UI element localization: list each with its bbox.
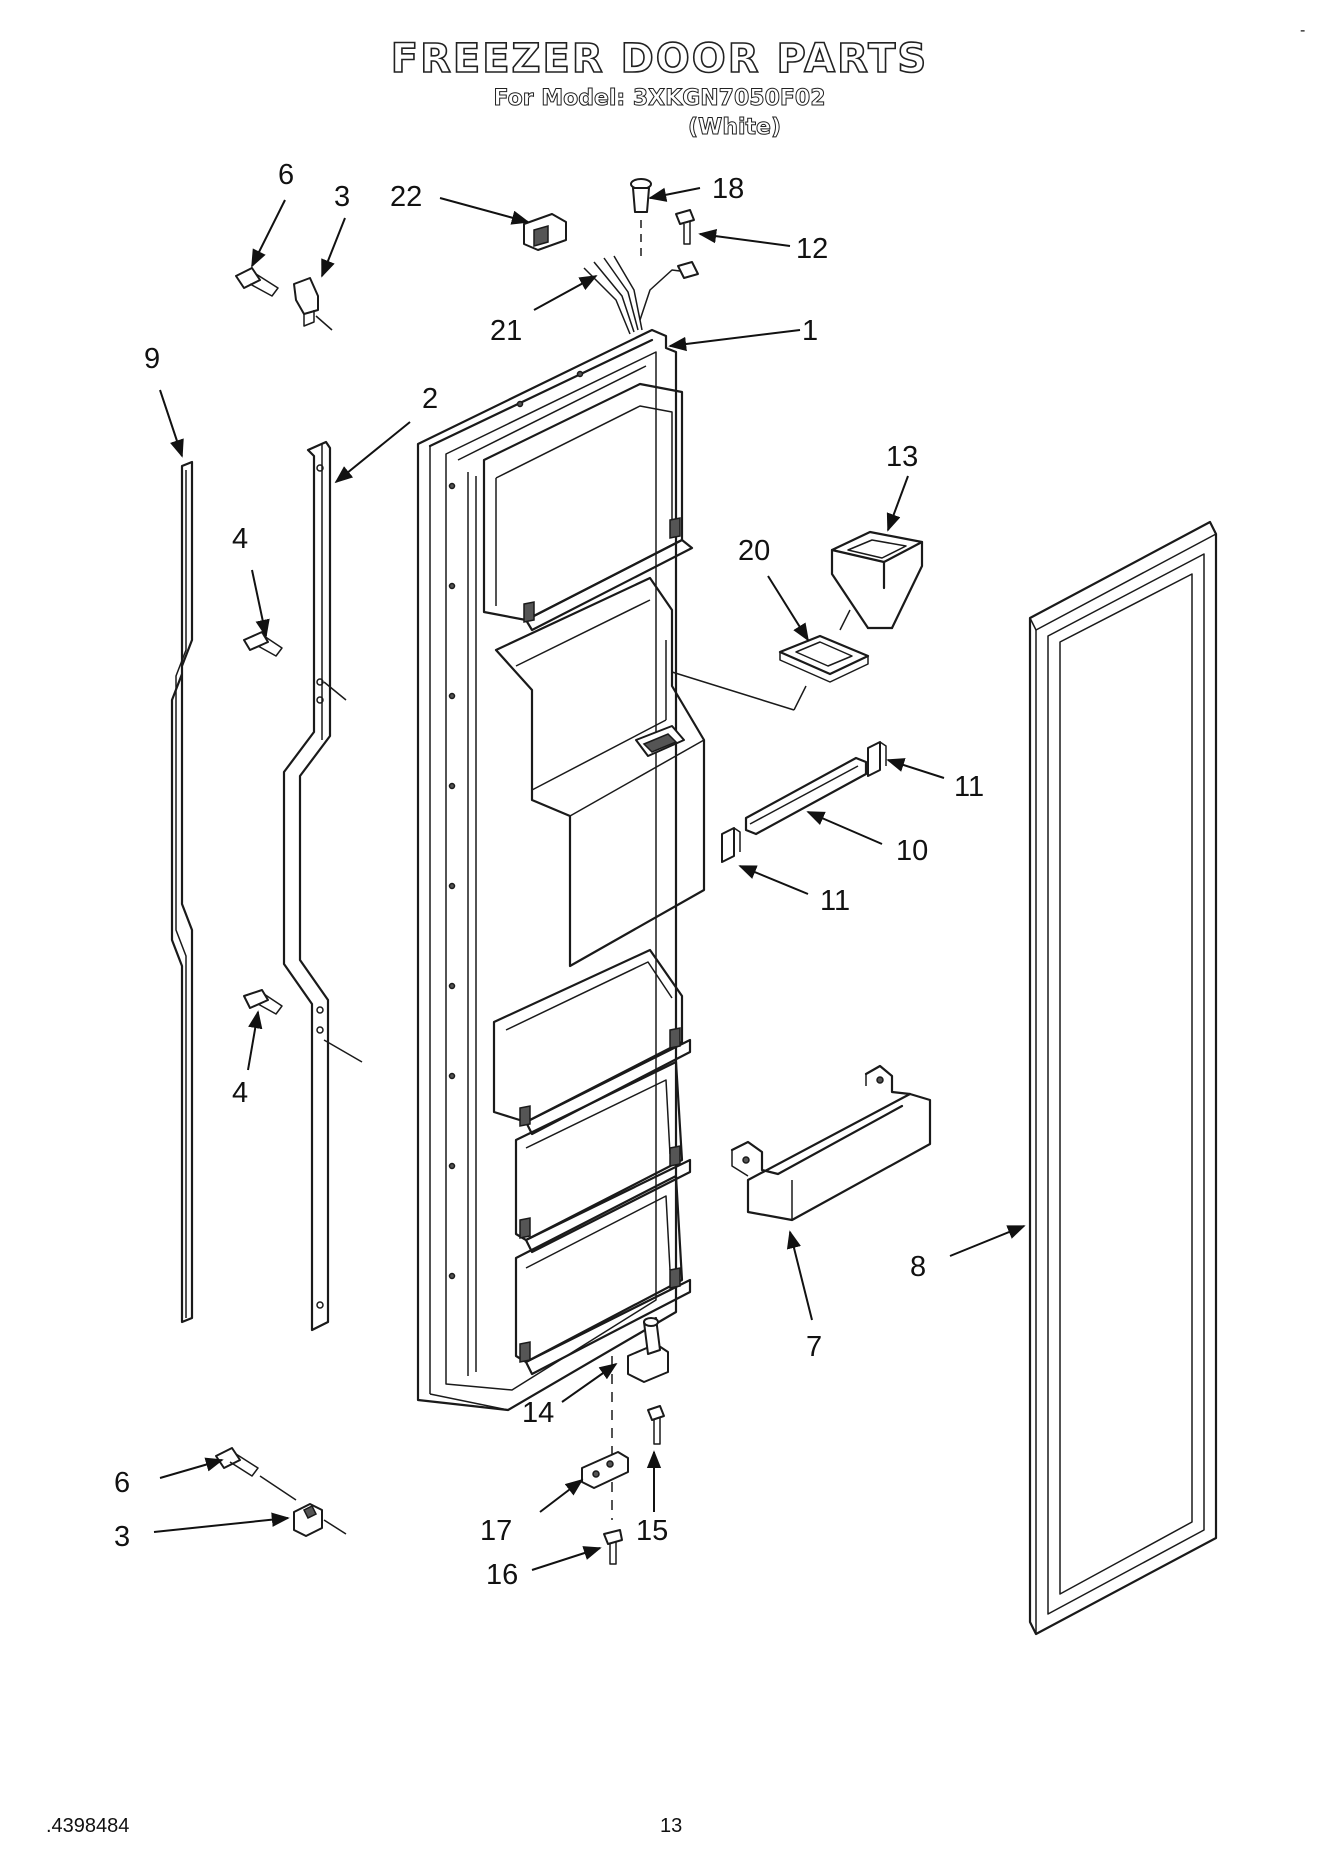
part-10-trim-strip <box>744 756 868 836</box>
label-part-11-top: 11 <box>954 771 984 803</box>
label-part-1: 1 <box>802 315 818 347</box>
part-16-screw <box>603 1529 623 1565</box>
label-part-18: 18 <box>712 173 744 205</box>
label-part-15: 15 <box>636 1515 668 1547</box>
part-4-screw-top <box>243 631 283 657</box>
label-part-14: 14 <box>522 1397 554 1429</box>
label-part-4-top: 4 <box>232 523 248 555</box>
part-22-connector <box>523 213 567 251</box>
part-3-hinge-top <box>293 277 333 331</box>
liner-holes <box>448 370 584 1280</box>
label-part-16: 16 <box>486 1559 518 1591</box>
part-20-chute-gasket <box>671 634 870 711</box>
label-part-13: 13 <box>886 441 918 473</box>
label-part-9: 9 <box>144 343 160 375</box>
part-9-strip <box>170 460 194 1324</box>
part-13-ice-chute <box>830 530 924 631</box>
page-number: 13 <box>660 1815 683 1837</box>
part-3-hinge-bottom <box>293 1503 347 1537</box>
part-11-endcap-bottom <box>721 827 741 863</box>
part-14-hinge <box>611 1317 669 1520</box>
label-part-22: 22 <box>390 181 422 213</box>
part-number-labels: 6 3 22 18 12 21 1 9 2 13 20 4 11 10 11 4… <box>114 159 984 1591</box>
part-12-screw <box>675 209 695 245</box>
label-part-8: 8 <box>910 1251 926 1283</box>
label-part-3-bottom: 3 <box>114 1521 130 1553</box>
part-6-screw-top <box>235 267 279 297</box>
label-part-6-top: 6 <box>278 159 294 191</box>
callout-arrows <box>153 187 1026 1571</box>
model-subtitle: For Model: 3XKGN7050F02 <box>493 86 826 112</box>
part-4-screw-bottom <box>243 989 283 1015</box>
part-18-plug <box>630 178 652 260</box>
part-8-door-gasket <box>1028 520 1218 1636</box>
label-part-4-bottom: 4 <box>232 1077 248 1109</box>
part-2-bracket <box>282 440 363 1332</box>
part-17-hinge-plate <box>581 1451 629 1489</box>
label-part-2: 2 <box>422 383 438 415</box>
label-part-21: 21 <box>490 315 522 347</box>
label-part-3-top: 3 <box>334 181 350 213</box>
label-part-11-bottom: 11 <box>820 885 850 917</box>
part-1-door-liner <box>416 328 706 1412</box>
label-part-12: 12 <box>796 233 828 265</box>
part-21-wire-harness <box>583 255 699 335</box>
corner-mark: - <box>1300 22 1306 39</box>
part-7-door-bin <box>730 1064 932 1222</box>
color-variant: (White) <box>687 115 782 141</box>
label-part-7: 7 <box>806 1331 822 1363</box>
part-15-screw <box>647 1405 665 1445</box>
label-part-17: 17 <box>480 1515 512 1547</box>
label-part-20: 20 <box>738 535 770 567</box>
label-part-10: 10 <box>896 835 928 867</box>
label-part-6-bottom: 6 <box>114 1467 130 1499</box>
part-6-screw-bottom <box>215 1447 297 1501</box>
document-number: .4398484 <box>46 1815 130 1837</box>
part-11-endcap-top <box>867 741 887 777</box>
page-title: FREEZER DOOR PARTS <box>390 35 929 83</box>
